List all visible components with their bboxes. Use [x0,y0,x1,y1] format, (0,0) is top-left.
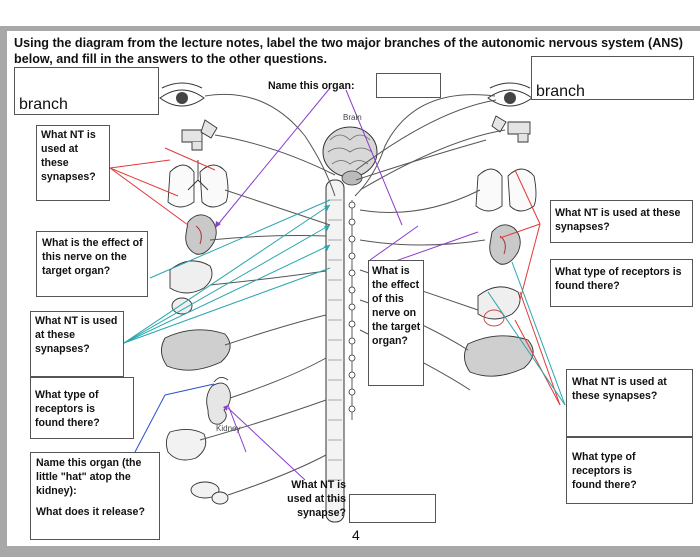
frame-top [0,26,700,31]
nt-synapse-bottom-answer[interactable] [349,494,436,523]
liver-left [161,329,231,371]
effect-nerve-box[interactable] [36,231,148,297]
left-receptors-question: What type of receptors is found there? [35,389,100,429]
left-nt-synapses-2-box[interactable] [30,311,124,377]
left-nt-synapses-2-question: What NT is used at these synapses? [35,315,118,355]
spinal-cord [325,179,345,523]
name-organ-answer[interactable] [376,73,441,98]
kidney-label: Kidney [216,424,241,433]
right-nt-synapses-2-box[interactable] [566,369,693,437]
bladder-left [165,429,207,461]
left-receptors-box[interactable] [30,377,134,439]
left-nt-synapses-question: What NT is used at these synapses? [41,129,96,183]
nerve-pathways [199,93,506,496]
eye-right-illustration [487,82,533,107]
salivary-gland-right [491,115,531,143]
right-nt-synapses-2-question: What NT is used at these synapses? [572,376,667,402]
blue-arrows [134,383,215,453]
right-receptors-question: What type of receptors is found there? [555,266,682,292]
top-margin [0,0,700,26]
right-receptors-2-question: What type of receptors is found there? [572,451,637,491]
effect-nerve-question: What is the effect of this nerve on the … [42,237,143,277]
brain-illustration [322,126,378,186]
lungs-left [167,160,229,208]
right-nt-synapses-question: What NT is used at these synapses? [555,207,681,233]
release-question: What does it release? [36,506,145,518]
branch-answer-right[interactable] [531,56,694,100]
salivary-gland-left [181,119,218,151]
stomach-left [169,260,213,315]
left-nt-synapses-box[interactable] [36,125,110,201]
frame-left [0,26,7,557]
nt-synapse-bottom-question: What NT is used at this synapse? [287,479,346,519]
stomach-right [477,286,521,327]
arrow-heads [324,205,330,251]
heart-right [489,224,521,265]
kidney-adrenal-left [206,377,231,425]
instructions-text: Using the diagram from the lecture notes… [14,36,683,66]
name-organ-label: Name this organ: [268,80,355,92]
right-receptors-2-box[interactable] [566,437,693,504]
right-nt-synapses-box[interactable] [550,200,693,243]
teal-arrows [123,199,566,406]
branch-answer-left[interactable] [14,67,159,115]
page-number: 4 [352,527,360,543]
branch-label-left: branch [19,96,68,113]
red-arrows [109,147,561,406]
genitals-left [190,481,229,505]
center-effect-box[interactable] [368,260,424,386]
lungs-right [475,168,537,212]
name-organ-hat-box[interactable] [30,452,160,540]
branch-label-right: branch [536,83,585,100]
name-organ-hat-question: Name this organ (the little "hat" atop t… [36,457,142,497]
brain-label: Brain [343,113,362,122]
liver-right [464,335,534,377]
purple-heads [215,221,228,411]
eye-left-illustration [159,82,205,107]
heart-left [185,214,217,255]
frame-bottom [0,546,700,557]
right-receptors-box[interactable] [550,259,693,307]
sympathetic-chain [348,200,356,420]
center-effect-question: What is the effect of this nerve on the … [372,265,421,347]
